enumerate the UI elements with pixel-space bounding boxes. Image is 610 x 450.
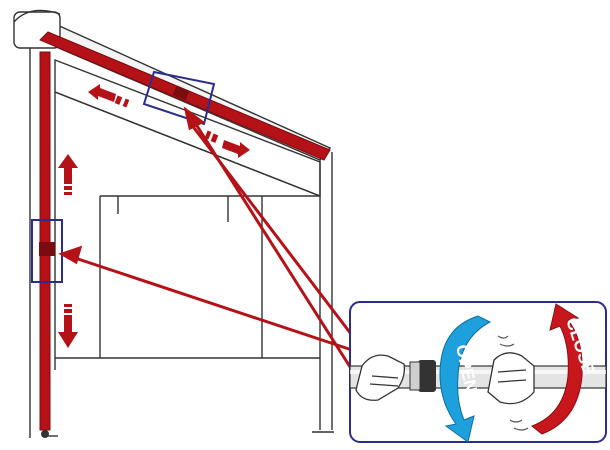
pointer-lines [58,106,382,373]
arrow-right-extend-icon [204,130,250,158]
crank-connector [418,360,436,392]
detail-inset: OPEN CLOSE [349,301,607,443]
curved-arrow-open-icon: OPEN [439,315,492,443]
hands-gripping-crank-icon [355,352,535,405]
wall-structure [29,23,334,438]
arrow-up-icon [58,154,78,195]
motion-marks [497,335,529,431]
arrow-left-retract-icon [88,84,130,108]
highlight-box-post [31,219,63,283]
arrow-down-icon [58,304,78,348]
highlight-box-top [142,70,216,126]
